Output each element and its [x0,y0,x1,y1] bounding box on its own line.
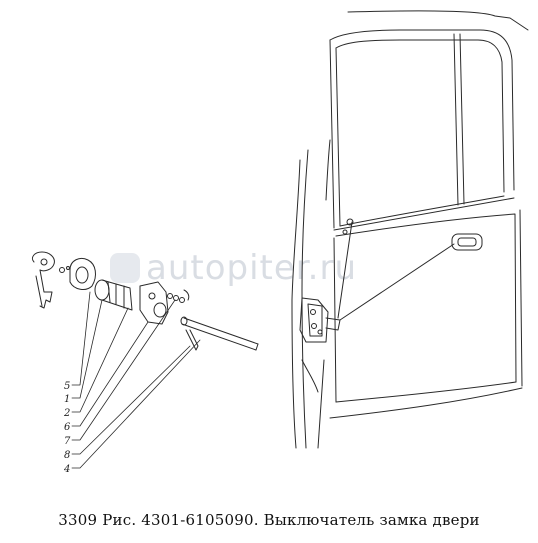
watermark-text: autopiter.ru [146,248,357,288]
callout-8: 8 [64,450,70,461]
callout-6: 6 [64,422,71,433]
pins-part [167,289,199,351]
callout-5: 5 [64,381,70,392]
callout-2: 2 [63,408,70,419]
callouts: 5 1 2 6 7 8 4 [63,381,71,475]
door-body [291,10,529,449]
escutcheon-part [59,257,96,290]
leader-lines [71,291,201,469]
door-panel [329,209,523,419]
door-window-frame [329,29,515,231]
callout-1: 1 [64,394,70,405]
linkage-rods [337,218,455,321]
inner-door-handle [451,233,483,251]
figure-caption: 3309 Рис. 4301-6105090. Выключатель замк… [58,511,480,529]
shaft-part [180,316,259,351]
callout-7: 7 [64,436,71,447]
watermark: autopiter.ru [110,248,357,288]
watermark-logo-icon [110,253,140,283]
key-part [31,251,55,309]
callout-4: 4 [63,464,70,475]
door-lock-mechanism [299,297,341,343]
lever-part [139,281,169,325]
